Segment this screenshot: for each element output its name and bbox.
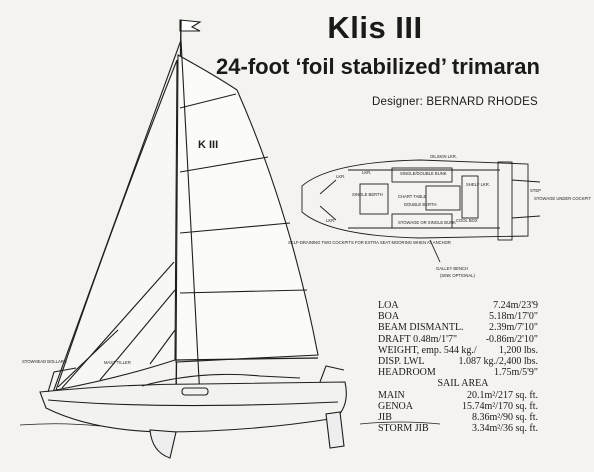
- spec-value: 5.18m/17'0": [489, 311, 538, 323]
- label-lkr-a: LKR.: [336, 174, 345, 179]
- spec-label: DRAFT 0.48m/1'7": [378, 333, 458, 345]
- label-mast-tiller: MAST TILLER: [104, 360, 131, 365]
- sail-value: 8.36m²/90 sq. ft.: [471, 412, 538, 424]
- spec-value: -0.86m/2'10": [485, 333, 538, 345]
- label-cool-box: COOL BOX: [456, 218, 478, 223]
- sail-number: K III: [198, 139, 218, 151]
- label-step: STEP: [530, 188, 541, 193]
- spec-row-draft: DRAFT 0.48m/1'7" -0.86m/2'10": [378, 334, 538, 345]
- label-lkr-b: LKR.: [362, 170, 371, 175]
- label-galley-bench: GALLEY BENCH: [436, 266, 468, 271]
- label-chart-table: CHART TABLE: [398, 194, 427, 199]
- label-sink-optional: (SINK OPTIONAL): [440, 273, 476, 278]
- spec-label: DISP. LWL: [378, 356, 425, 368]
- spec-value: 1.75m/5'9": [494, 367, 538, 379]
- spec-label: LOA: [378, 300, 399, 311]
- specifications-table: LOA 7.24m/23'9 BOA 5.18m/17'0" BEAM DISM…: [378, 300, 538, 434]
- sail-area-heading: SAIL AREA: [437, 378, 489, 390]
- sail-row-storm-jib: STORM JIB 3.34m²/36 sq. ft.: [378, 423, 538, 434]
- sail-row-jib: JIB 8.36m²/90 sq. ft.: [378, 412, 538, 423]
- spec-label: BEAM DISMANTL.: [378, 322, 464, 334]
- spec-value: 7.24m/23'9: [493, 300, 538, 311]
- sail-value: 15.74m²/170 sq. ft.: [461, 400, 538, 412]
- sail-row-main: MAIN 20.1m²/217 sq. ft.: [378, 390, 538, 401]
- label-oilskin-lkr: OILSKIN LKR.: [430, 154, 457, 159]
- spec-row-beam: BEAM DISMANTL. 2.39m/7'10": [378, 322, 538, 333]
- label-single-double-bunk: SINGLE/DOUBLE BUNK: [400, 171, 447, 176]
- designer-credit: Designer: BERNARD RHODES: [372, 96, 538, 108]
- spec-row-headroom: HEADROOM 1.75m/5'9": [378, 367, 538, 378]
- spec-row-displacement: DISP. LWL 1.087 kg./2,400 lbs.: [378, 356, 538, 367]
- sail-label: GENOA: [378, 400, 413, 412]
- spec-row-boa: BOA 5.18m/17'0": [378, 311, 538, 322]
- spec-value: 2.39m/7'10": [489, 322, 538, 334]
- boat-name: Klis III: [327, 10, 423, 45]
- label-self-draining: SELF-DRAINING TWO COCKPITS FOR EXTRA SEA…: [288, 240, 451, 245]
- sail-value: 3.34m²/36 sq. ft.: [471, 423, 538, 435]
- sail-value: 20.1m²/217 sq. ft.: [466, 389, 538, 401]
- spec-label: WEIGHT, emp. 544 kg./: [378, 344, 477, 356]
- spec-row-loa: LOA 7.24m/23'9: [378, 300, 538, 311]
- label-shelf-lkr: SHELF LKR.: [466, 182, 490, 187]
- sail-label: STORM JIB: [378, 423, 429, 435]
- label-lkr-c: LKR.: [326, 218, 335, 223]
- label-stowhead-bollard: STOWHEAD BOLLARD: [22, 359, 67, 364]
- sail-row-genoa: GENOA 15.74m²/170 sq. ft.: [378, 401, 538, 412]
- boat-subtitle: 24-foot ‘foil stabilized’ trimaran: [216, 54, 540, 79]
- spec-row-weight: WEIGHT, emp. 544 kg./ 1,200 lbs.: [378, 345, 538, 356]
- label-double-berth: DOUBLE BERTH: [404, 202, 437, 207]
- sail-label: JIB: [378, 412, 392, 424]
- spec-value: 1.087 kg./2,400 lbs.: [458, 356, 538, 368]
- accommodation-plan: [301, 159, 541, 263]
- label-stowage-under-cockpit: STOWAGE UNDER COCKPIT: [534, 196, 591, 201]
- sail-label: MAIN: [378, 389, 405, 401]
- label-single-berth: SINGLE BERTH: [352, 192, 383, 197]
- spec-label: BOA: [378, 311, 400, 323]
- spec-value: 1,200 lbs.: [498, 344, 538, 356]
- spec-label: HEADROOM: [378, 367, 436, 379]
- label-stowage-single-bunk: STOWAGE OR SINGLE BUNK: [398, 220, 456, 225]
